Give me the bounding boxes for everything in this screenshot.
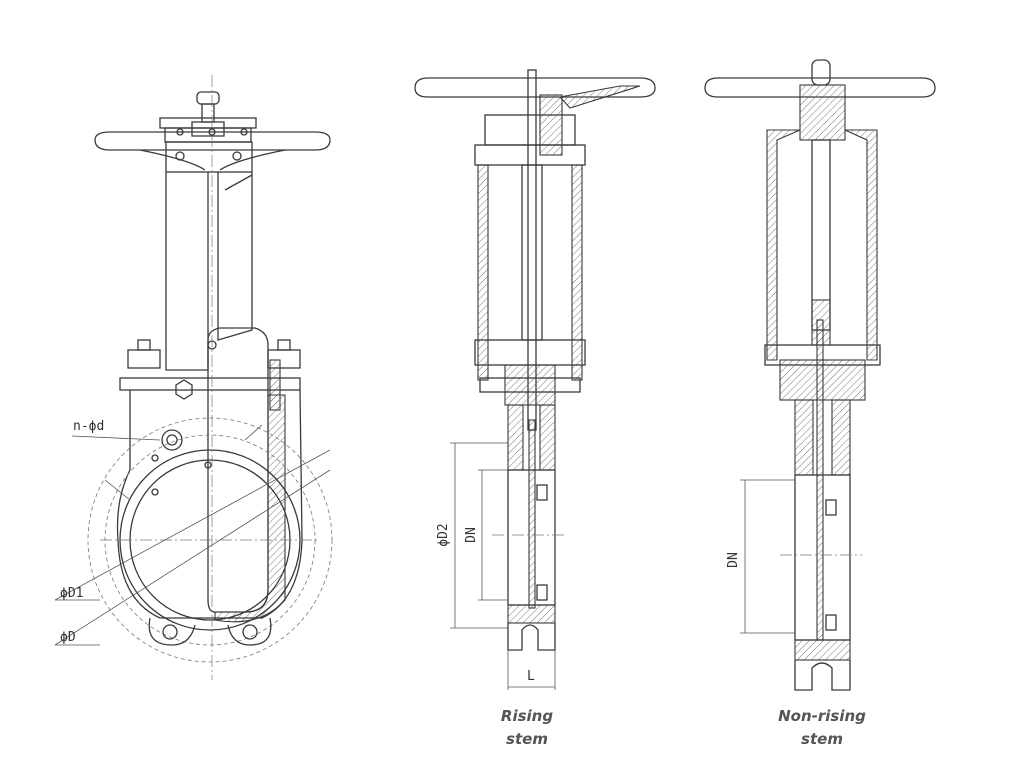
non-rising-stem-caption: Non-rising stem xyxy=(762,705,882,751)
caption-line: Rising xyxy=(500,707,554,725)
length-label: L xyxy=(527,669,535,684)
rising-stem-section: ϕD2 DN L xyxy=(414,69,656,690)
d-label: ϕD xyxy=(60,630,76,645)
caption-line: stem xyxy=(506,730,548,748)
rising-stem-caption: Rising stem xyxy=(477,705,577,751)
non-rising-stem-section: DN xyxy=(704,59,936,691)
dn-label-rising: DN xyxy=(464,527,479,543)
d1-label: ϕD1 xyxy=(60,586,83,601)
bolt-holes-label: n-ϕd xyxy=(73,419,104,434)
dn-label-non-rising: DN xyxy=(726,552,741,568)
d2-label: ϕD2 xyxy=(436,523,451,546)
front-view: n-ϕd ϕD1 ϕD xyxy=(54,75,333,680)
caption-line: stem xyxy=(801,730,843,748)
caption-line: Non-rising xyxy=(778,707,866,725)
